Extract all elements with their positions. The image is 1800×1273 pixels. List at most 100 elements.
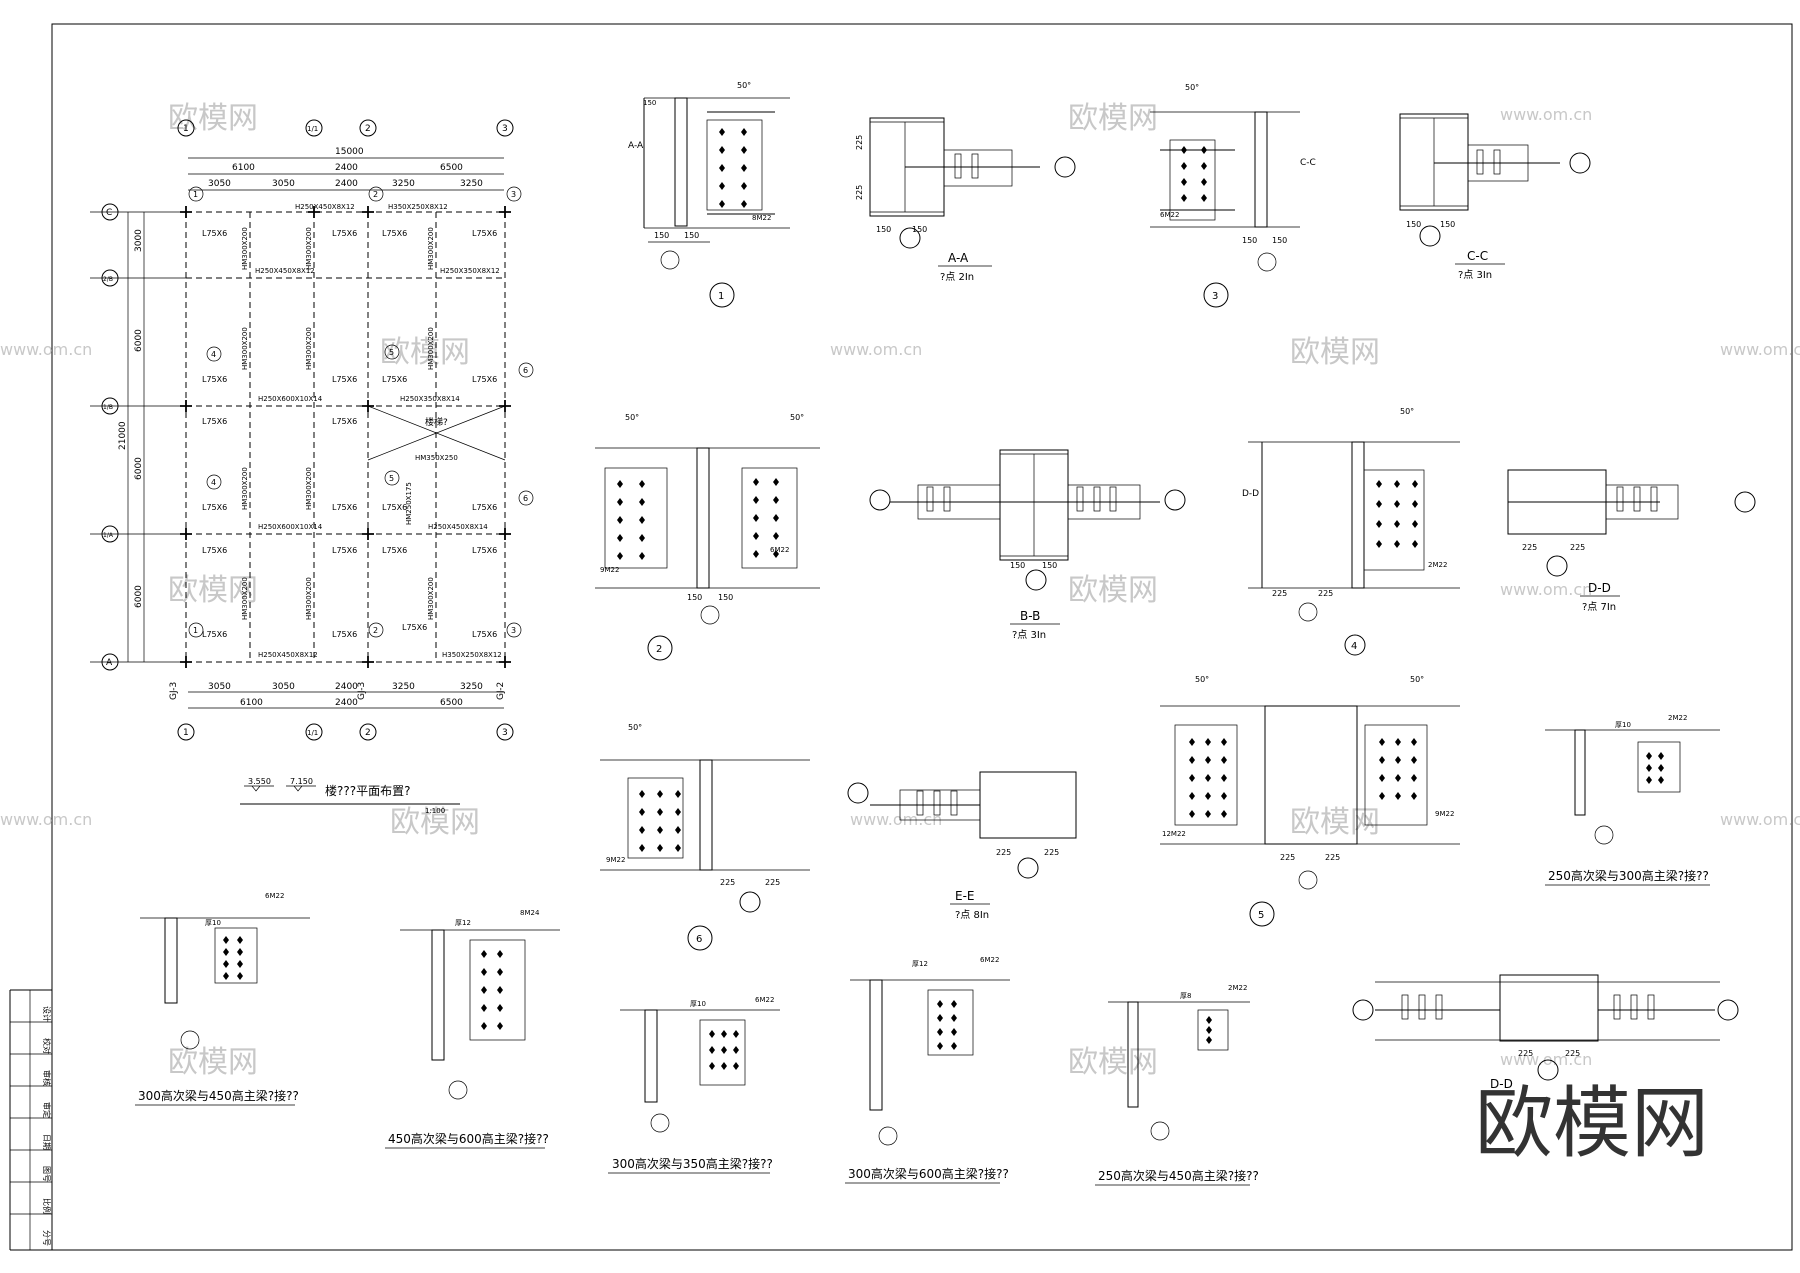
section-title: D-D [1588, 581, 1611, 595]
watermark-logo: 欧模网 [168, 101, 258, 136]
watermark-url: www.om.cn [830, 340, 922, 359]
plan-dim-top: 2400 [335, 163, 358, 173]
svg-text:4: 4 [211, 350, 216, 359]
plan-dim-minor: 3250 [460, 179, 483, 189]
bolt [719, 128, 725, 136]
caption: 300高次梁与350高主梁?接?? [612, 1156, 773, 1171]
bolt [223, 960, 229, 968]
axis-y-label: A [106, 658, 113, 668]
bolt [1181, 162, 1187, 170]
bolt [721, 1062, 727, 1070]
bolt [937, 1014, 943, 1022]
bolt [1376, 500, 1382, 508]
bolt [639, 552, 645, 560]
bolt [1201, 194, 1207, 202]
beam-label: HM300X200 [305, 227, 313, 270]
bolt [1646, 764, 1652, 772]
detail-5: 5 50° 50° 12M22 9M22 225 225 [1160, 675, 1460, 927]
section-cc: 150 150 C-C ?点 3In [1399, 113, 1591, 281]
svg-text:150: 150 [643, 99, 656, 107]
svg-text:D-D: D-D [1242, 489, 1259, 499]
plan-dim-minor: 3050 [208, 179, 231, 189]
beam-label: HM300X200 [241, 327, 249, 370]
svg-text:?点 2In: ?点 2In [940, 271, 974, 283]
section-title: B-B [1020, 609, 1040, 623]
bolt [1379, 792, 1385, 800]
beam-label: H250X450X8X12 [258, 651, 318, 659]
bolt [1395, 756, 1401, 764]
bolt [639, 808, 645, 816]
tb-5: 日期 [42, 1134, 51, 1150]
axis-x-label: 1 [183, 124, 189, 134]
svg-text:50°: 50° [625, 413, 639, 422]
angle-label: L75X6 [202, 417, 227, 426]
svg-text:150: 150 [687, 593, 702, 602]
section-title: E-E [955, 889, 975, 903]
bolt [1376, 480, 1382, 488]
svg-text:?点 3In: ?点 3In [1012, 629, 1046, 641]
detail-number: 6 [696, 934, 702, 945]
bolt [497, 968, 503, 976]
svg-text:150: 150 [876, 225, 891, 234]
bolt [937, 1028, 943, 1036]
svg-text:150: 150 [654, 231, 669, 240]
bolt [753, 496, 759, 504]
bolt [1181, 194, 1187, 202]
bolt [617, 516, 623, 524]
angle-label: L75X6 [472, 229, 497, 238]
bolt [1379, 756, 1385, 764]
beam-label: HM300X200 [241, 467, 249, 510]
watermark-url: www.om.cn [1500, 1050, 1592, 1069]
angle-label: L75X6 [472, 375, 497, 384]
bolt-stack [943, 486, 951, 512]
bolt [951, 1014, 957, 1022]
axis-y-label: 1/A [103, 532, 114, 539]
svg-text:50°: 50° [790, 413, 804, 422]
angle-label: L75X6 [202, 630, 227, 639]
svg-text:150: 150 [718, 593, 733, 602]
svg-text:A-A: A-A [628, 141, 644, 151]
angle-label: L75X6 [202, 375, 227, 384]
caption: 300高次梁与450高主梁?接?? [138, 1088, 299, 1103]
bolt [1205, 774, 1211, 782]
bolt [1221, 756, 1227, 764]
bolt [639, 498, 645, 506]
bolt [1646, 776, 1652, 784]
section-ee: 225 225 E-E ?点 8In [847, 771, 1077, 921]
bolt [1395, 792, 1401, 800]
plan-title: 楼???平面布置? [325, 783, 410, 798]
gj-label: GJ-3 [357, 682, 367, 700]
bolt [237, 972, 243, 980]
svg-text:1: 1 [193, 190, 198, 199]
bolt-stack [1493, 149, 1501, 175]
angle-label: L75X6 [202, 546, 227, 555]
beam-label: HM300X200 [305, 467, 313, 510]
bolt [1201, 178, 1207, 186]
bolt-stack [954, 153, 962, 179]
bolt [719, 200, 725, 208]
bolt [675, 808, 681, 816]
angle-label: L75X6 [202, 503, 227, 512]
tb-3: 审核 [42, 1070, 52, 1086]
svg-text:8M24: 8M24 [520, 909, 540, 917]
detail-number: 3 [1212, 291, 1218, 302]
bolt [1205, 756, 1211, 764]
plan-dim-left: 3000 [134, 229, 144, 252]
bolt [773, 532, 779, 540]
angle-label: L75X6 [382, 229, 407, 238]
bolt-stack [1076, 486, 1084, 512]
bolt [1189, 774, 1195, 782]
bolt [951, 1028, 957, 1036]
svg-text:225: 225 [720, 878, 735, 887]
bolt [1658, 776, 1664, 784]
bolt [719, 182, 725, 190]
beam-label: H250X600X10X14 [258, 395, 323, 403]
svg-text:厚12: 厚12 [455, 919, 471, 927]
bolt [1395, 738, 1401, 746]
beam-label: H250X450X8X14 [428, 523, 488, 531]
bolt [1221, 810, 1227, 818]
svg-text:225: 225 [1280, 853, 1295, 862]
watermark-logo: 欧模网 [380, 335, 470, 370]
detail-number: 4 [1351, 641, 1357, 652]
